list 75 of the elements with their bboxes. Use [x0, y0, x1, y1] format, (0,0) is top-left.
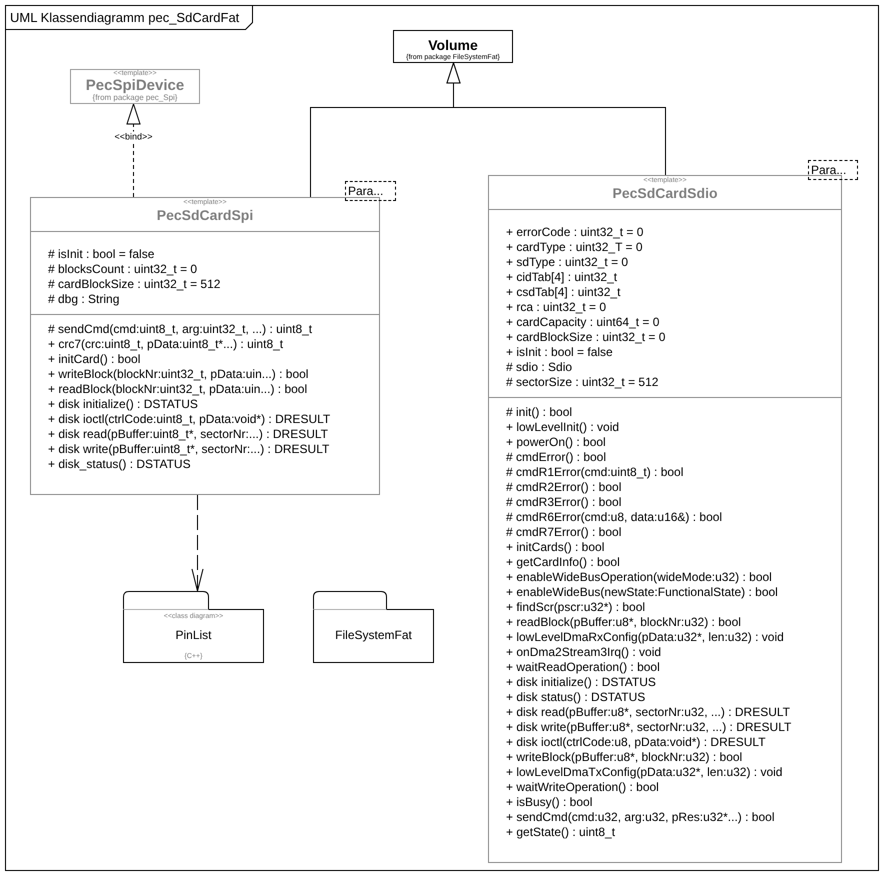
class-attribute: + rca : uint32_t = 0	[506, 300, 606, 315]
class-operation: + sendCmd(cmd:u32, arg:u32, pRes:u32*...) : bool	[506, 810, 774, 825]
class-attribute: + errorCode : uint32_t = 0	[506, 225, 644, 240]
diagram-frame	[5, 5, 879, 871]
class-attribute: + cardBlockSize : uint32_t = 0	[506, 330, 666, 345]
class-attribute: # cardBlockSize : uint32_t = 512	[48, 277, 220, 292]
package-folder	[123, 591, 264, 663]
class-attribute: + cardCapacity : uint64_t = 0	[506, 315, 660, 330]
class-operation: + disk read(pBuffer:u8*, sectorNr:u32, ...) : DRESULT	[506, 705, 790, 720]
class-operation: + onDma2Stream3Irq() : void	[506, 645, 662, 660]
class-attribute: + cardType : uint32_T = 0	[506, 240, 643, 255]
class-name: PecSdCardSdio	[612, 185, 718, 201]
package-name: FileSystemFat	[335, 628, 412, 642]
package-folder	[313, 591, 434, 663]
class-operation: + getState() : uint8_t	[506, 825, 616, 840]
class-operation: + disk ioctl(ctrlCode:u8, pData:void*) : DRESULT	[506, 735, 766, 750]
class-operation: # cmdR2Error() : bool	[506, 480, 622, 495]
class-operation: + waitWriteOperation() : bool	[506, 780, 659, 795]
class-reference-box	[70, 69, 200, 104]
class-operation: # cmdR3Error() : bool	[506, 495, 622, 510]
bind-arrow	[126, 104, 140, 198]
class-operation: # sendCmd(cmd:uint8_t, arg:uint32_t, ...) : uint8_t	[48, 322, 312, 337]
class-name: PecSdCardSpi	[156, 207, 254, 223]
class-attribute: # sectorSize : uint32_t = 512	[506, 375, 658, 390]
class-reference-box	[393, 30, 513, 63]
class-attribute: # sdio : Sdio	[506, 360, 572, 375]
class-operation: # init() : bool	[506, 405, 572, 420]
class-name: Volume	[428, 37, 478, 53]
class-operation: + disk initialize() : DSTATUS	[48, 397, 198, 412]
class-operation: + disk ioctl(ctrlCode:uint8_t, pData:void*) : DRESULT	[48, 412, 330, 427]
class-box	[30, 197, 380, 495]
class-operation: + disk initialize() : DSTATUS	[506, 675, 656, 690]
class-operation: + getCardInfo() : bool	[506, 555, 620, 570]
dependency-arrow	[192, 494, 204, 592]
generalization-arrow	[446, 62, 666, 176]
package-note: {from package pec_Spi}	[92, 93, 178, 103]
class-attribute: + isInit : bool = false	[506, 345, 613, 360]
class-operation: + lowLevelDmaRxConfig(pData:u32*, len:u32) : void	[506, 630, 784, 645]
class-operation: + lowLevelDmaTxConfig(pData:u32*, len:u32) : void	[506, 765, 782, 780]
class-attribute: + csdTab[4] : uint32_t	[506, 285, 620, 300]
frame-title: UML Klassendiagramm pec_SdCardFat	[6, 6, 253, 30]
class-name: PecSpiDevice	[86, 78, 184, 93]
class-operation: + enableWideBusOperation(wideMode:u32) : bool	[506, 570, 772, 585]
class-operation: + disk_status() : DSTATUS	[48, 457, 191, 472]
class-operation: # cmdR6Error(cmd:u8, data:u16&) : bool	[506, 510, 722, 525]
class-operation: + disk status() : DSTATUS	[506, 690, 646, 705]
class-operation: + findScr(pscr:u32*) : bool	[506, 600, 646, 615]
class-operation: + disk write(pBuffer:uint8_t*, sectorNr:...) : DRESULT	[48, 442, 330, 457]
class-operation: # cmdR7Error() : bool	[506, 525, 622, 540]
class-operation: # cmdR1Error(cmd:uint8_t) : bool	[506, 465, 684, 480]
class-operation: # cmdError() : bool	[506, 450, 606, 465]
class-box	[488, 175, 842, 863]
package-name: PinList	[175, 628, 212, 642]
class-operation: + waitReadOperation() : bool	[506, 660, 660, 675]
class-attribute: + sdType : uint32_t = 0	[506, 255, 628, 270]
class-operation: + disk write(pBuffer:u8*, sectorNr:u32, ...) : DRESULT	[506, 720, 792, 735]
class-operation: + enableWideBus(newState:FunctionalState) : bool	[506, 585, 778, 600]
template-parameter-box: Para...	[345, 181, 396, 201]
class-operation: + writeBlock(pBuffer:u8*, blockNr:u32) : bool	[506, 750, 742, 765]
class-operation: + initCard() : bool	[48, 352, 140, 367]
class-operation: + lowLevelInit() : void	[506, 420, 620, 435]
class-attribute: + cidTab[4] : uint32_t	[506, 270, 618, 285]
class-operation: + crc7(crc:uint8_t, pData:uint8_t*...) : uint8_t	[48, 337, 284, 352]
class-operation: + powerOn() : bool	[506, 435, 606, 450]
class-operation: + writeBlock(blockNr:uint32_t, pData:uin...) : bool	[48, 367, 308, 382]
class-attribute: # dbg : String	[48, 292, 120, 307]
class-operation: + readBlock(blockNr:uint32_t, pData:uin...) : bool	[48, 382, 308, 397]
template-parameter-box: Para...	[808, 160, 858, 180]
class-operation: + readBlock(pBuffer:u8*, blockNr:u32) : bool	[506, 615, 741, 630]
class-attribute: # blocksCount : uint32_t = 0	[48, 262, 198, 277]
class-attribute: # isInit : bool = false	[48, 247, 154, 262]
class-operation: + initCards() : bool	[506, 540, 604, 555]
class-operation: + isBusy() : bool	[506, 795, 592, 810]
edge-label: <<bind>>	[113, 132, 154, 143]
class-operation: + disk read(pBuffer:uint8_t*, sectorNr:...) : DRESULT	[48, 427, 328, 442]
